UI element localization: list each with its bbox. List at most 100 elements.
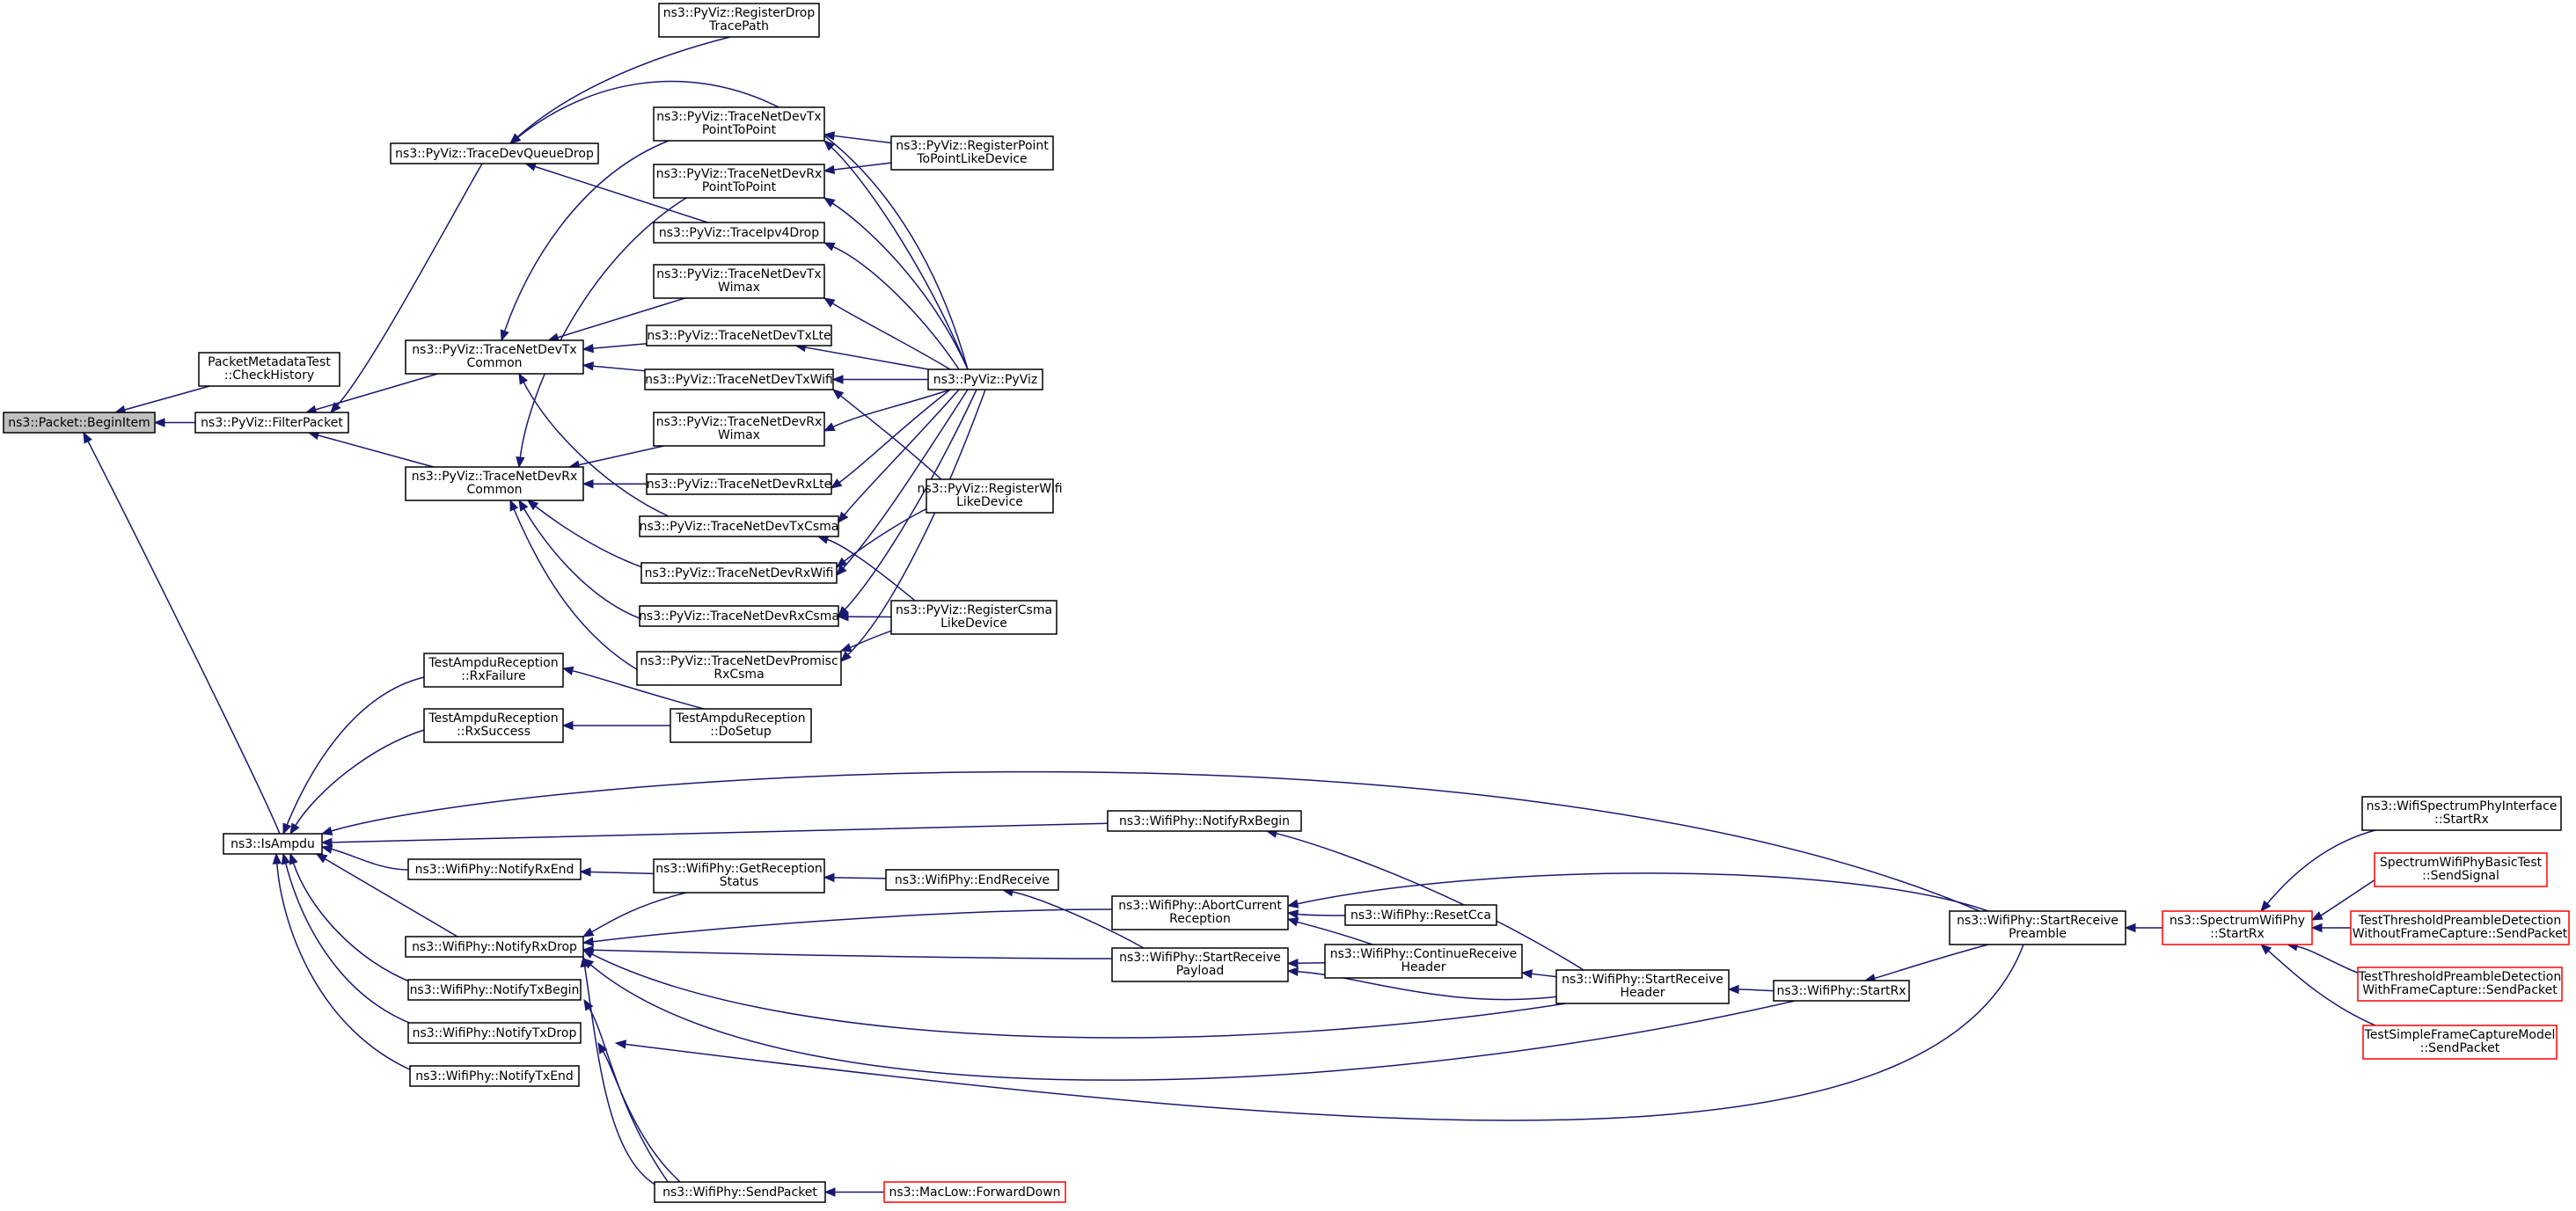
node-box[interactable] xyxy=(409,1065,580,1087)
node-box[interactable] xyxy=(653,164,825,199)
node-spectrum-start-rx[interactable]: ns3::SpectrumWifiPhy::StartRx xyxy=(2162,910,2313,945)
node-box[interactable] xyxy=(1111,895,1289,930)
node-tx-csma[interactable]: ns3::PyViz::TraceNetDevTxCsma xyxy=(639,515,839,537)
node-send-packet[interactable]: ns3::WifiPhy::SendPacket xyxy=(654,1181,826,1203)
node-box[interactable] xyxy=(2357,967,2563,1002)
node-notify-tx-drop[interactable]: ns3::WifiPhy::NotifyTxDrop xyxy=(407,1022,582,1044)
node-threshold-with-capture[interactable]: TestThresholdPreambleDetectionWithFrameC… xyxy=(2357,967,2563,1002)
node-box[interactable] xyxy=(890,135,1054,171)
node-wifi-spectrum-interface-start-rx[interactable]: ns3::WifiSpectrumPhyInterface::StartRx xyxy=(2361,796,2562,831)
node-check-history[interactable]: PacketMetadataTest::CheckHistory xyxy=(198,352,340,387)
node-box[interactable] xyxy=(1949,910,2126,945)
node-box[interactable] xyxy=(639,515,839,537)
node-simple-frame-capture[interactable]: TestSimpleFrameCaptureModel::SendPacket xyxy=(2362,1025,2558,1060)
node-box[interactable] xyxy=(658,3,820,38)
node-rx-success[interactable]: TestAmpduReception::RxSuccess xyxy=(423,708,564,743)
node-start-rx[interactable]: ns3::WifiPhy::StartRx xyxy=(1773,980,1910,1002)
node-threshold-without-capture[interactable]: TestThresholdPreambleDetectionWithoutFra… xyxy=(2350,910,2570,945)
node-box[interactable] xyxy=(644,368,834,390)
node-box[interactable] xyxy=(654,1181,826,1203)
node-box[interactable] xyxy=(1324,944,1523,979)
node-register-ptp-like[interactable]: ns3::PyViz::RegisterPointToPointLikeDevi… xyxy=(890,135,1054,171)
node-box[interactable] xyxy=(1344,904,1497,926)
node-box[interactable] xyxy=(1555,969,1730,1004)
node-box[interactable] xyxy=(2362,1025,2558,1060)
node-box[interactable] xyxy=(653,412,825,447)
node-box[interactable] xyxy=(2162,910,2313,945)
node-box[interactable] xyxy=(405,936,584,958)
node-box[interactable] xyxy=(407,1022,582,1044)
node-box[interactable] xyxy=(390,142,599,164)
node-rx-failure[interactable]: TestAmpduReception::RxFailure xyxy=(423,653,564,688)
node-basic-test-send-signal[interactable]: SpectrumWifiPhyBasicTest::SendSignal xyxy=(2374,852,2548,887)
node-end-receive[interactable]: ns3::WifiPhy::EndReceive xyxy=(885,869,1059,891)
node-ipv4-drop[interactable]: ns3::PyViz::TraceIpv4Drop xyxy=(653,222,825,244)
node-tx-wifi[interactable]: ns3::PyViz::TraceNetDevTxWifi xyxy=(644,368,834,390)
node-begin-item[interactable]: ns3::Packet::BeginItem xyxy=(3,412,156,434)
node-notify-tx-end[interactable]: ns3::WifiPhy::NotifyTxEnd xyxy=(409,1065,580,1087)
node-box[interactable] xyxy=(1107,810,1302,832)
node-box[interactable] xyxy=(639,605,839,627)
node-box[interactable] xyxy=(423,653,564,688)
node-notify-rx-begin[interactable]: ns3::WifiPhy::NotifyRxBegin xyxy=(1107,810,1302,832)
node-box[interactable] xyxy=(2361,796,2562,831)
node-reset-cca[interactable]: ns3::WifiPhy::ResetCca xyxy=(1344,904,1497,926)
node-box[interactable] xyxy=(405,339,584,375)
node-filter-packet[interactable]: ns3::PyViz::FilterPacket xyxy=(194,412,349,434)
node-box[interactable] xyxy=(885,869,1059,891)
node-box[interactable] xyxy=(653,222,825,244)
node-box[interactable] xyxy=(2374,852,2548,887)
node-notify-tx-begin[interactable]: ns3::WifiPhy::NotifyTxBegin xyxy=(407,979,582,1001)
node-do-setup[interactable]: TestAmpduReception::DoSetup xyxy=(670,708,812,743)
node-rx-csma[interactable]: ns3::PyViz::TraceNetDevRxCsma xyxy=(639,605,839,627)
node-box[interactable] xyxy=(636,651,842,686)
node-box[interactable] xyxy=(405,466,584,501)
node-notify-rx-drop[interactable]: ns3::WifiPhy::NotifyRxDrop xyxy=(405,936,584,958)
node-box[interactable] xyxy=(890,600,1057,635)
node-trace-devqueue-drop[interactable]: ns3::PyViz::TraceDevQueueDrop xyxy=(390,142,599,164)
node-box[interactable] xyxy=(1111,947,1289,982)
node-box[interactable] xyxy=(927,368,1043,390)
node-tx-lte[interactable]: ns3::PyViz::TraceNetDevTxLte xyxy=(646,325,832,347)
node-forward-down[interactable]: ns3::MacLow::ForwardDown xyxy=(883,1181,1066,1203)
node-box[interactable] xyxy=(194,412,349,434)
node-box[interactable] xyxy=(653,264,825,299)
node-box[interactable] xyxy=(926,478,1054,514)
node-rx-wifi[interactable]: ns3::PyViz::TraceNetDevRxWifi xyxy=(640,562,838,584)
node-box[interactable] xyxy=(653,106,825,142)
node-box[interactable] xyxy=(653,858,825,894)
node-rx-lte[interactable]: ns3::PyViz::TraceNetDevRxLte xyxy=(646,473,832,495)
node-box[interactable] xyxy=(1773,980,1910,1002)
node-box[interactable] xyxy=(407,858,582,880)
node-box[interactable] xyxy=(883,1181,1066,1203)
node-box[interactable] xyxy=(646,325,832,347)
node-box[interactable] xyxy=(223,833,323,855)
node-box[interactable] xyxy=(670,708,812,743)
node-notify-rx-end[interactable]: ns3::WifiPhy::NotifyRxEnd xyxy=(407,858,582,880)
node-is-ampdu[interactable]: ns3::IsAmpdu xyxy=(223,833,323,855)
node-box[interactable] xyxy=(423,708,564,743)
node-box[interactable] xyxy=(198,352,340,387)
node-box[interactable] xyxy=(3,412,156,434)
node-box[interactable] xyxy=(2350,910,2570,945)
node-box[interactable] xyxy=(407,979,582,1001)
node-box[interactable] xyxy=(640,562,838,584)
node-box[interactable] xyxy=(646,473,832,495)
node-pyviz[interactable]: ns3::PyViz::PyViz xyxy=(927,368,1043,390)
